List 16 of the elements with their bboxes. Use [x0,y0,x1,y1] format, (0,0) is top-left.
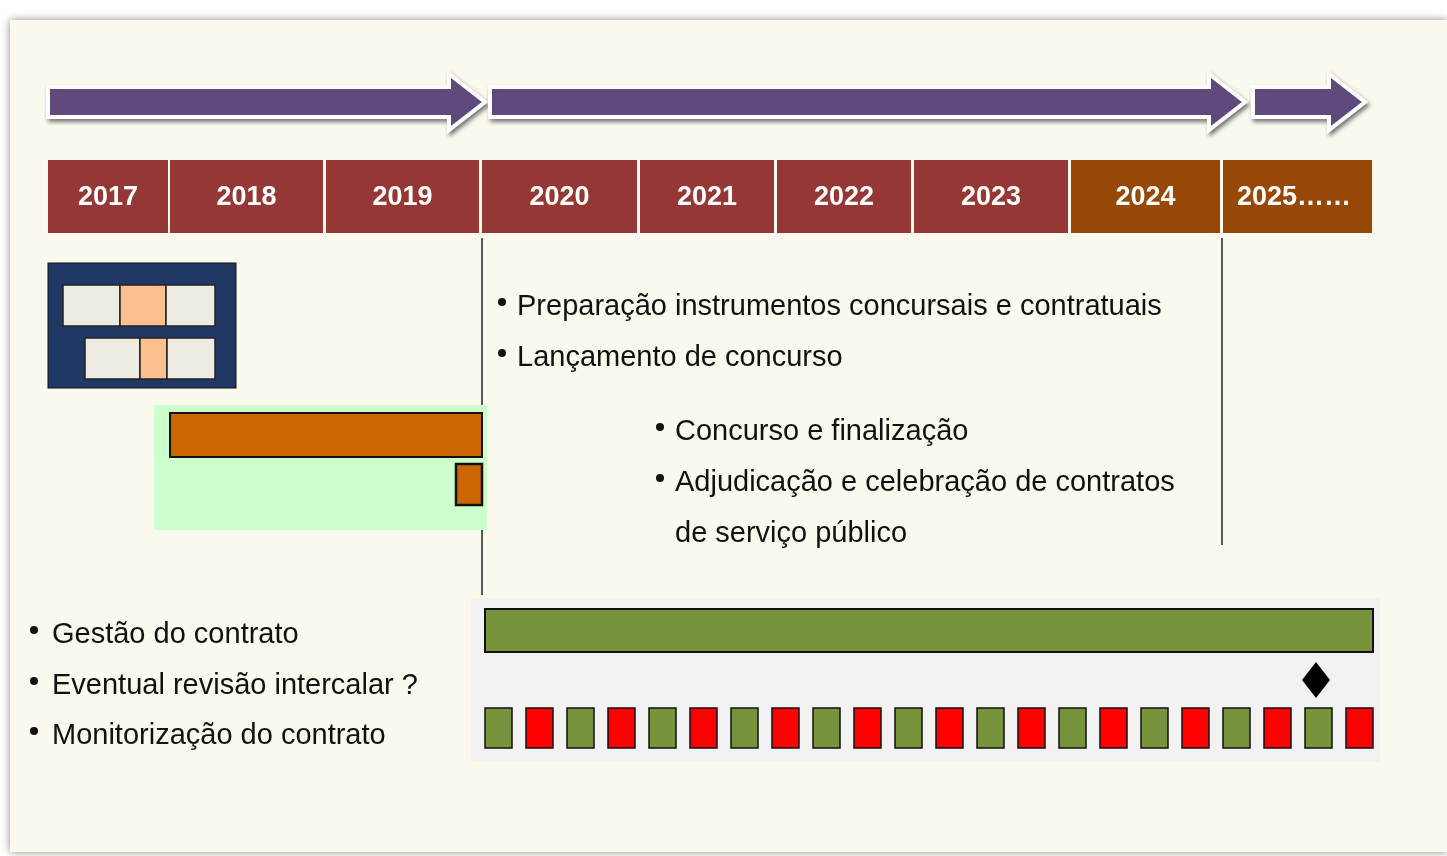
bullet-text: Preparação instrumentos concursais e contratuais [517,288,1163,323]
bullet-text: Monitorização do contrato [52,717,387,752]
year-cell: 2019 [326,160,479,233]
bullet-text: Lançamento de concurso [517,339,844,374]
year-cell: 2018 [170,160,323,233]
bullet-text: Eventual revisão intercalar ? [52,667,419,702]
year-cell: 2020 [482,160,637,233]
year-cell: 2017 [48,160,168,233]
year-cell: 2025…… [1223,160,1372,233]
year-cell: 2021 [640,160,774,233]
bullet-text: Adjudicação e celebração de contratos de serviço público [675,464,1176,550]
bullet-text: Gestão do contrato [52,616,300,651]
year-cell: 2023 [914,160,1068,233]
year-cell: 2024 [1071,160,1220,233]
bullet-text: Concurso e finalização [675,413,970,448]
year-cell: 2022 [777,160,911,233]
